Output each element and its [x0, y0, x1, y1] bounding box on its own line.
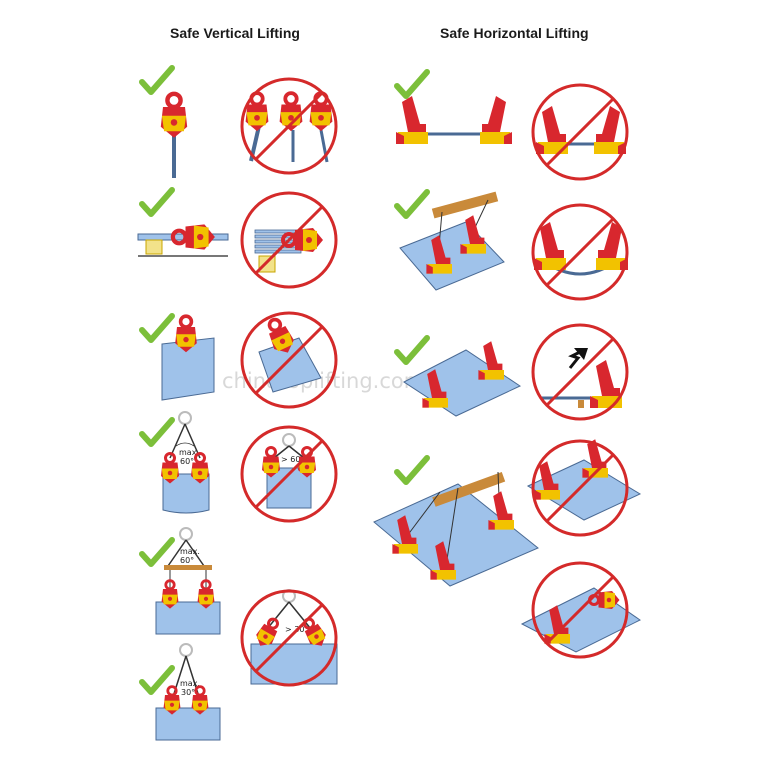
label-max: max.: [180, 679, 200, 688]
check-icon: [142, 540, 172, 564]
label-angle: 60°: [180, 457, 194, 466]
label-max: max.: [179, 448, 199, 457]
label-angle: 60°: [180, 556, 194, 565]
check-icon: [397, 338, 427, 362]
prohibited-icon: [531, 203, 629, 301]
prohibited-icon: [240, 77, 338, 175]
lifting-clamp-icon: [161, 94, 187, 178]
label-max: max.: [180, 547, 200, 556]
arrow-icon: [574, 348, 588, 360]
label-angle: > 60°: [281, 455, 304, 464]
label-angle: 30°: [181, 688, 195, 697]
prohibited-icon: > 60°: [240, 425, 338, 523]
check-icon: [142, 316, 172, 340]
steel-plate-icon: [399, 191, 505, 291]
check-icon: [397, 458, 427, 482]
prohibited-icon: [520, 561, 641, 659]
steel-plate-icon: [403, 341, 522, 417]
lifting-clamp-icon: max. 30°: [155, 643, 221, 741]
steel-plate-icon: [161, 314, 215, 401]
lifting-clamp-icon: [137, 224, 229, 257]
check-icon: [397, 72, 427, 96]
prohibited-icon: [240, 191, 338, 289]
prohibited-icon: [240, 311, 338, 409]
prohibited-icon: [531, 83, 629, 181]
lifting-clamp-icon: [396, 96, 512, 144]
watermark: chinatoplifting.com: [222, 369, 424, 393]
prohibited-icon: [531, 323, 629, 421]
lifting-clamp-icon: max. 60°: [155, 527, 221, 635]
check-icon: [142, 68, 172, 92]
heading-safe-vertical-lifting: Safe Vertical Lifting: [170, 25, 300, 41]
steel-plate-icon: [373, 471, 539, 587]
lifting-clamp-icon: max. 60°: [159, 411, 211, 514]
heading-safe-horizontal-lifting: Safe Horizontal Lifting: [440, 25, 589, 41]
check-icon: [142, 190, 172, 214]
check-icon: [397, 192, 427, 216]
prohibited-icon: > 30°: [240, 589, 338, 687]
check-icon: [142, 420, 172, 444]
prohibited-icon: [526, 439, 642, 537]
